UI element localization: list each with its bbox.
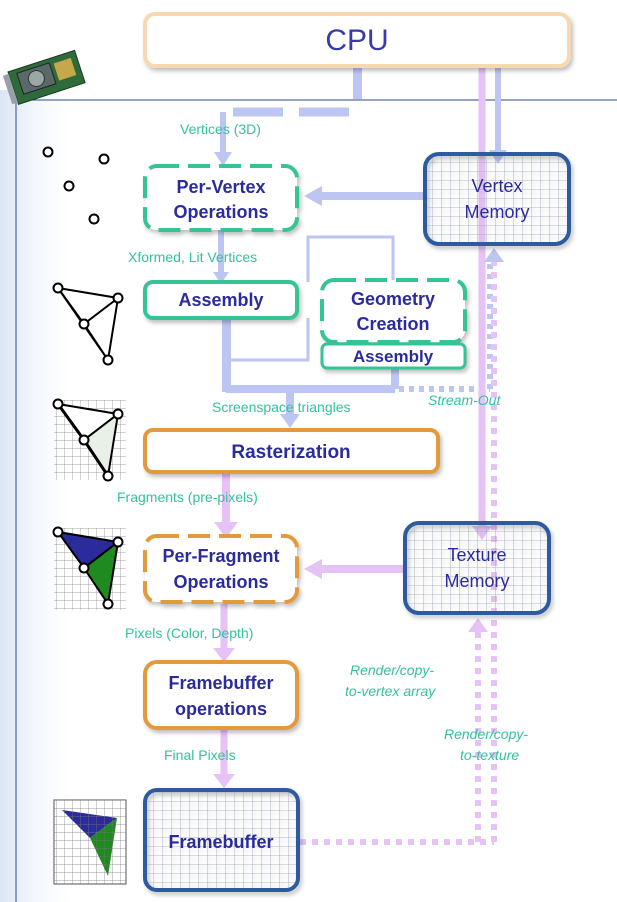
vertex-memory-line1: Vertex	[471, 176, 522, 196]
xformed-label: Xformed, Lit Vertices	[128, 249, 257, 265]
geometry-stage: Geometry Creation Assembly	[320, 278, 467, 370]
render-texture-arrowhead	[468, 618, 488, 632]
render-copy-vertex-line1: Render/copy-	[350, 662, 434, 678]
fragments-label: Fragments (pre-pixels)	[117, 489, 258, 505]
screenspace-label: Screenspace triangles	[212, 399, 351, 415]
framebuffer-ops-line1: Framebuffer	[168, 673, 273, 693]
assembly-label: Assembly	[178, 290, 263, 310]
pixels-label: Pixels (Color, Depth)	[125, 625, 253, 641]
blue-flows	[213, 65, 490, 428]
render-copy-texture-line2: to-texture	[460, 747, 519, 763]
texture-memory-line2: Memory	[444, 571, 509, 591]
geometry-branch	[306, 235, 395, 282]
render-vertex-arrowhead	[484, 248, 504, 262]
render-copy-texture-line1: Render/copy-	[444, 726, 528, 742]
pixel-grid-icon	[53, 799, 127, 885]
assembly-arrowhead	[213, 272, 229, 284]
rasterization-stage: Rasterization	[143, 428, 440, 474]
fbops-arrowhead	[213, 648, 235, 662]
texmem-arrowhead	[304, 559, 322, 579]
vertex-memory-line2: Memory	[464, 202, 529, 222]
framebuffer-ops-line2: operations	[175, 699, 267, 719]
vertices-arrowhead	[214, 152, 232, 166]
render-copy-vertex-line2: to-vertex array	[345, 683, 436, 699]
triangle-mesh-icon	[52, 282, 124, 366]
cpu-box: CPU	[143, 12, 571, 68]
stream-out-label: Stream-Out	[428, 392, 501, 408]
per-vertex-line1: Per-Vertex	[176, 177, 265, 197]
per-vertex-stage: Per-Vertex Operations	[143, 164, 299, 232]
framebuffer-box: Framebuffer	[143, 788, 300, 892]
final-pixels-label: Final Pixels	[164, 747, 236, 763]
geometry-assembly-label: Assembly	[353, 347, 434, 366]
texture-memory-box: Texture Memory	[403, 521, 551, 615]
rasterization-label: Rasterization	[231, 442, 350, 463]
vertices-label: Vertices (3D)	[180, 121, 261, 137]
vmem-arrowhead	[304, 186, 322, 206]
rasterized-triangles-icon	[52, 398, 126, 482]
geometry-line2: Creation	[356, 314, 429, 334]
texture-memory-line1: Texture	[447, 545, 506, 565]
framebuffer-arrowhead	[213, 774, 235, 788]
left-shade	[0, 90, 70, 902]
per-fragment-line2: Operations	[173, 572, 268, 592]
assembly-stage: Assembly	[143, 280, 299, 320]
vertex-points-icon	[42, 146, 110, 225]
vertex-memory-box: Vertex Memory	[423, 152, 571, 246]
per-fragment-line1: Per-Fragment	[162, 546, 279, 566]
assembly-to-raster-stem	[222, 318, 231, 392]
graphics-card-icon	[2, 49, 86, 105]
colored-fragments-icon	[52, 526, 126, 610]
per-vertex-line2: Operations	[173, 202, 268, 222]
cpu-label: CPU	[325, 24, 388, 57]
framebuffer-ops-stage: Framebuffer operations	[143, 660, 299, 730]
flow-labels: Vertices (3D) Xformed, Lit Vertices Scre…	[117, 121, 528, 763]
per-fragment-stage: Per-Fragment Operations	[143, 534, 299, 604]
assembly-bypass	[224, 318, 310, 362]
fragment-arrowhead	[214, 522, 238, 538]
raster-arrowhead	[280, 414, 300, 428]
geometry-line1: Geometry	[351, 289, 435, 309]
cpu-down-flow	[353, 65, 362, 99]
framebuffer-label: Framebuffer	[168, 832, 273, 852]
